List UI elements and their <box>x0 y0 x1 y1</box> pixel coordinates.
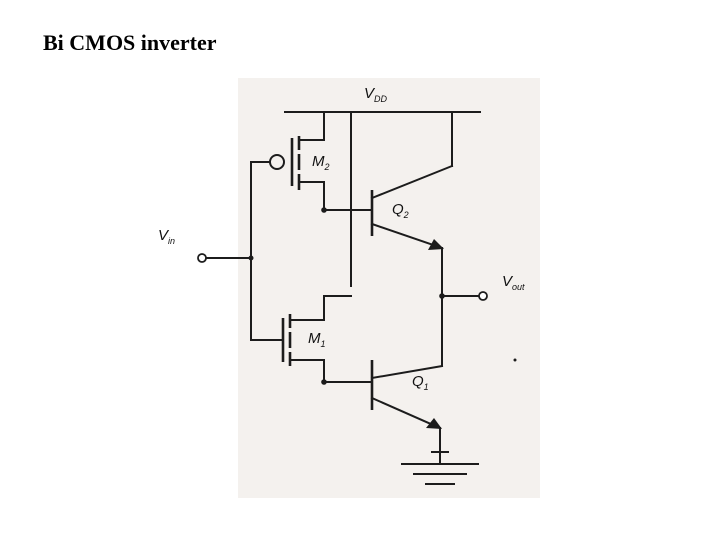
input-network <box>197 161 254 341</box>
output-junction-dot <box>439 293 445 299</box>
q2-base-junction-dot <box>321 207 327 213</box>
scan-background <box>238 78 540 498</box>
q2-npn-transistor <box>321 164 454 250</box>
q1-label: Q1 <box>412 373 429 392</box>
interconnect-wire <box>323 111 352 321</box>
ground-symbol <box>401 427 479 485</box>
m1-label: M1 <box>308 330 326 349</box>
output-network <box>439 247 488 367</box>
vin-label: Vin <box>158 227 175 246</box>
vout-terminal <box>478 291 488 301</box>
q2-label: Q2 <box>392 201 409 220</box>
m2-pmos-transistor <box>250 136 325 211</box>
q1-npn-transistor <box>321 360 444 430</box>
q1-base-junction-dot <box>321 379 327 385</box>
m2-gate-bubble <box>269 154 285 170</box>
input-junction-dot <box>248 255 254 261</box>
slide-title: Bi CMOS inverter <box>43 30 217 55</box>
vout-label: Vout <box>502 273 525 292</box>
vdd-label: VDD <box>364 85 388 104</box>
vin-terminal <box>197 253 207 263</box>
q2-emitter-arrow <box>428 239 444 250</box>
vdd-rail <box>284 111 481 167</box>
m2-label: M2 <box>312 153 330 172</box>
q1-emitter-arrow <box>426 418 442 429</box>
stray-dot <box>513 358 517 362</box>
m1-nmos-transistor <box>250 314 325 383</box>
